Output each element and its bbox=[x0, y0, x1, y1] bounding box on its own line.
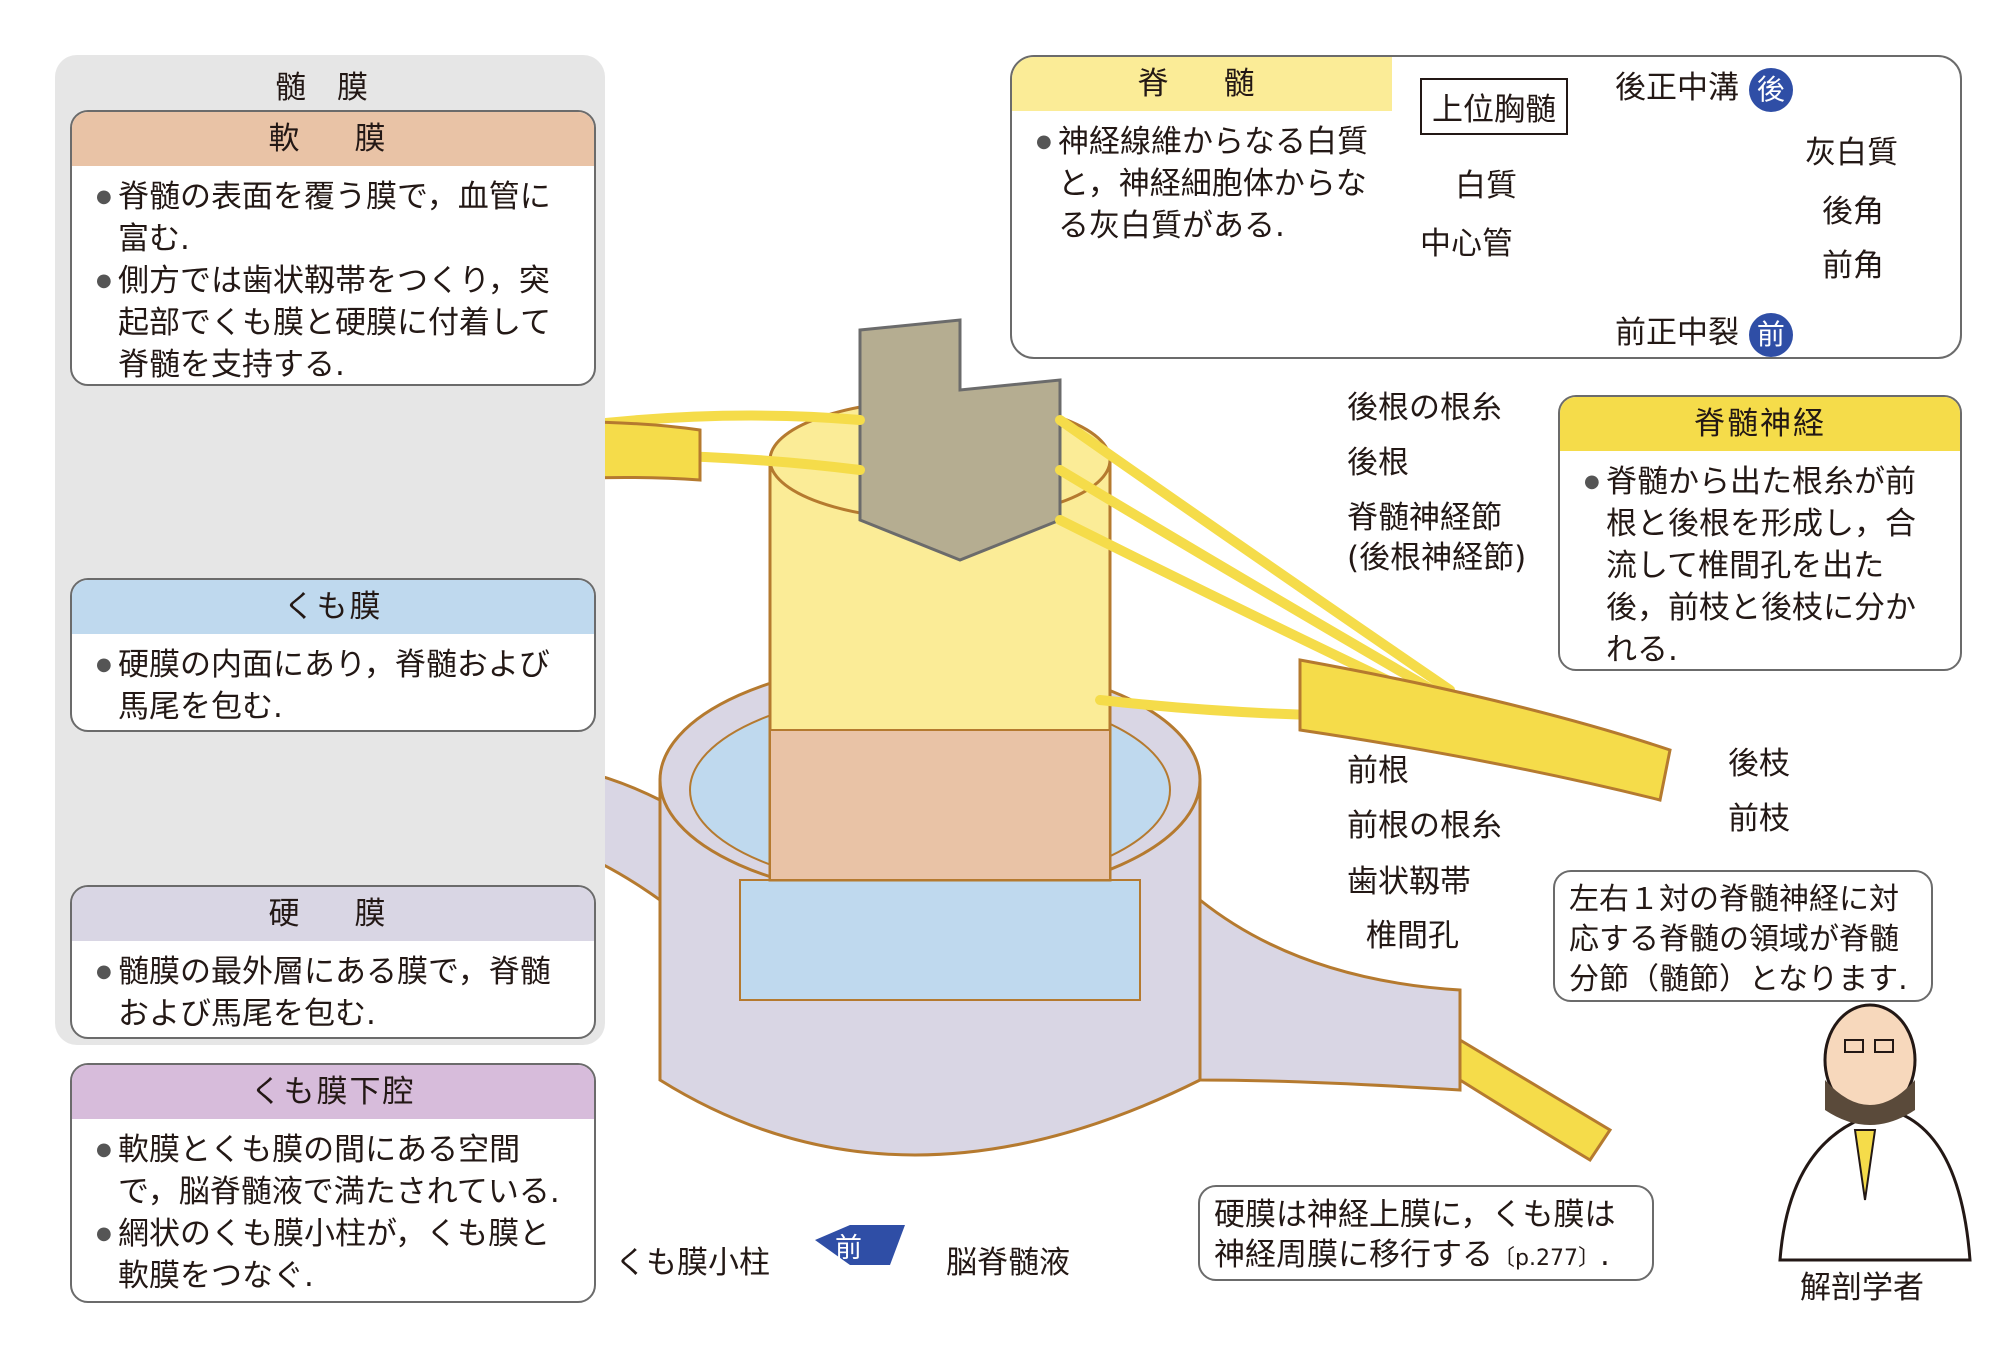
subarachnoid-box: くも膜下腔 軟膜とくも膜の間にある空間で，脳脊髄液で満たされている.網状のくも膜… bbox=[70, 1063, 596, 1303]
spinal-cord-item: 神経線維からなる白質と，神経細胞体からなる灰白質がある. bbox=[1036, 121, 1396, 247]
posterior-ramus-label: 後枝 bbox=[1728, 746, 1790, 782]
white-matter-label: 白質 bbox=[1455, 168, 1517, 204]
spinal-cord-column bbox=[768, 318, 1112, 882]
arachnoid-item: 硬膜の内面にあり，脊髄および馬尾を包む. bbox=[96, 644, 580, 728]
front-arrow bbox=[815, 1225, 905, 1265]
posterior-median-sulcus-label: 後正中溝 後 bbox=[1615, 62, 1793, 112]
spinal-nerve-item: 脊髄から出た根糸が前根と後根を形成し，合流して椎間孔を出た後，前枝と後枝に分かれ… bbox=[1584, 461, 1946, 669]
anterior-root-label: 前根 bbox=[1347, 753, 1409, 789]
dura-note-box: 硬膜は神経上膜に，くも膜は神経周膜に移行する〔p.277〕. bbox=[1198, 1185, 1654, 1281]
posterior-horn-label: 後角 bbox=[1822, 194, 1884, 230]
pia-item: 側方では歯状靱帯をつくり，突起部でくも膜と硬膜に付着して脊髄を支持する. bbox=[96, 260, 580, 384]
speech-bubble: 左右１対の脊髄神経に対応する脊髄の領域が脊髄分節（髄節）となります. bbox=[1553, 870, 1933, 1002]
arachnoid-box: くも膜 硬膜の内面にあり，脊髄および馬尾を包む. bbox=[70, 578, 596, 732]
spinal-cord-title: 脊 髄 bbox=[1012, 57, 1392, 111]
cross-section-level: 上位胸髄 bbox=[1420, 78, 1568, 135]
posterior-root-label: 後根 bbox=[1347, 445, 1409, 481]
spinal-nerve-box: 脊髄神経 脊髄から出た根糸が前根と後根を形成し，合流して椎間孔を出た後，前枝と後… bbox=[1558, 395, 1962, 671]
subarachnoid-title: くも膜下腔 bbox=[72, 1065, 594, 1119]
csf-label: 脳脊髄液 bbox=[946, 1245, 1070, 1281]
anterior-median-fissure-label: 前正中裂 前 bbox=[1615, 307, 1793, 357]
pia-box: 軟 膜 脊髄の表面を覆う膜で，血管に富む.側方では歯状靱帯をつくり，突起部でくも… bbox=[70, 110, 596, 386]
meninges-title: 髄 膜 bbox=[275, 70, 368, 106]
denticulate-label: 歯状靱帯 bbox=[1347, 864, 1471, 900]
dura-box: 硬 膜 髄膜の最外層にある膜で，脊髄および馬尾を包む. bbox=[70, 885, 596, 1039]
anterior-badge: 前 bbox=[1748, 312, 1793, 357]
dura-note-end: . bbox=[1599, 1237, 1610, 1273]
subarachnoid-item: 網状のくも膜小柱が，くも膜と軟膜をつなぐ. bbox=[96, 1213, 580, 1297]
posterior-badge: 後 bbox=[1748, 67, 1793, 112]
posterior-rootlets-label: 後根の根糸 bbox=[1347, 390, 1502, 426]
dura-note-text: 硬膜は神経上膜に，くも膜は神経周膜に移行する bbox=[1214, 1197, 1616, 1273]
foramen-label: 椎間孔 bbox=[1366, 918, 1459, 954]
pia-title: 軟 膜 bbox=[72, 112, 594, 166]
spinal-nerve-trunk bbox=[1298, 658, 1672, 802]
pia-item: 脊髄の表面を覆う膜で，血管に富む. bbox=[96, 176, 580, 260]
ganglion-label: 脊髄神経節 bbox=[1347, 500, 1502, 536]
dura-note-ref: 〔p.277〕 bbox=[1493, 1246, 1600, 1271]
anatomist-figure bbox=[1778, 1003, 1972, 1262]
posterior-median-sulcus-text: 後正中溝 bbox=[1615, 70, 1739, 106]
dura-item: 髄膜の最外層にある膜で，脊髄および馬尾を包む. bbox=[96, 951, 580, 1035]
gray-matter-label: 灰白質 bbox=[1805, 135, 1898, 171]
anterior-rootlets-label: 前根の根糸 bbox=[1347, 808, 1502, 844]
anterior-ramus-label: 前枝 bbox=[1728, 801, 1790, 837]
central-canal-label: 中心管 bbox=[1420, 226, 1513, 262]
trabeculae-label: くも膜小柱 bbox=[615, 1245, 770, 1281]
spinal-nerve-title: 脊髄神経 bbox=[1560, 397, 1960, 451]
anatomist-label: 解剖学者 bbox=[1800, 1270, 1924, 1306]
lower-right-nerve bbox=[1458, 1037, 1613, 1163]
anterior-median-fissure-text: 前正中裂 bbox=[1615, 315, 1739, 351]
speech-text: 左右１対の脊髄神経に対応する脊髄の領域が脊髄分節（髄節）となります. bbox=[1569, 882, 1908, 997]
front-label: 前 bbox=[835, 1233, 862, 1264]
right-dural-sleeve bbox=[1198, 896, 1462, 1092]
ganglion-alt-label: (後根神経節) bbox=[1347, 540, 1527, 576]
anterior-horn-label: 前角 bbox=[1822, 248, 1884, 284]
arachnoid-title: くも膜 bbox=[72, 580, 594, 634]
subarachnoid-item: 軟膜とくも膜の間にある空間で，脳脊髄液で満たされている. bbox=[96, 1129, 580, 1213]
dura-title: 硬 膜 bbox=[72, 887, 594, 941]
